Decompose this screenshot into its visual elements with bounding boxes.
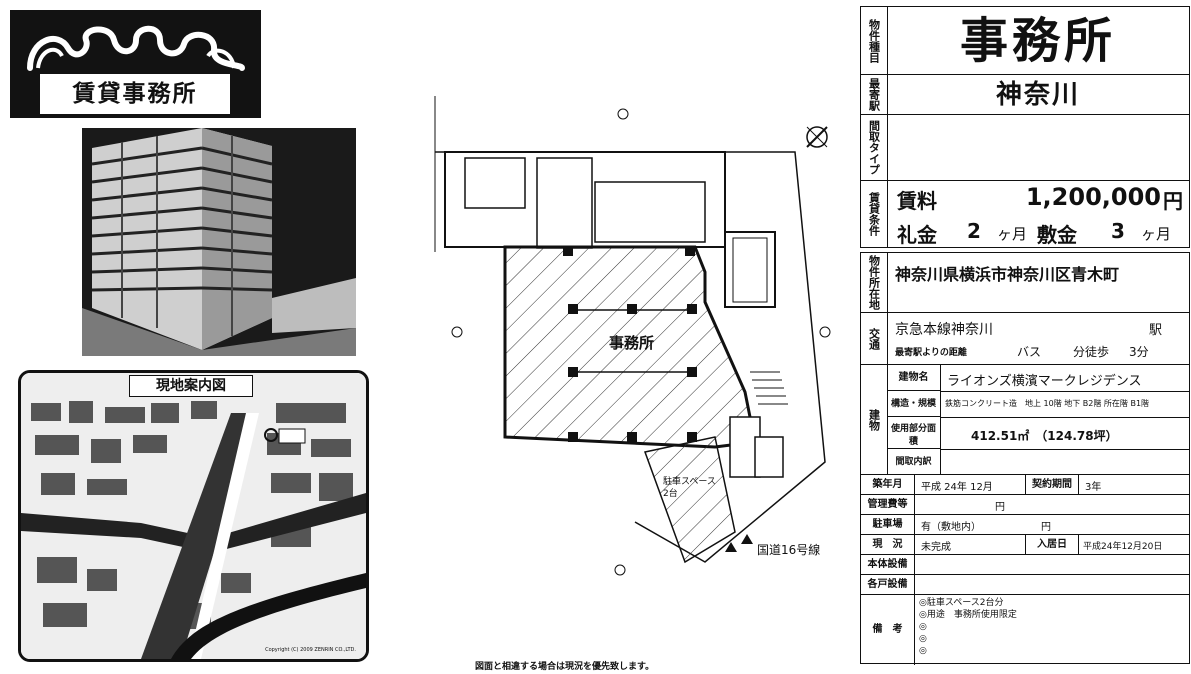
map-copyright: Copyright (C) 2009 ZENRIN CO.,LTD. — [265, 647, 356, 653]
footnote: 図面と相違する場合は現況を優先致します。 — [475, 662, 655, 672]
rent-unit: 円 — [1163, 189, 1183, 213]
row-nearest-station: 最寄駅 神奈川 — [860, 74, 1190, 114]
note-item: ◎駐車スペース2台分 — [919, 598, 1004, 608]
building-photo — [82, 128, 356, 356]
transport-line: 京急本線神奈川 — [895, 322, 993, 338]
rent-label: 賃料 — [897, 189, 937, 213]
management-fee-label: 管理費等 — [861, 495, 915, 515]
nearest-station-value: 神奈川 — [995, 80, 1080, 110]
note-item: ◎ — [919, 646, 927, 656]
note-item: ◎用途 事務所使用限定 — [919, 610, 1017, 620]
row-status: 現 況 未完成 入居日 平成24年12月20日 — [860, 534, 1190, 555]
logo-ornament — [27, 25, 245, 71]
structure-value: 鉄筋コンクリート造 地上 10階 地下 B2階 所在階 B1階 — [945, 399, 1150, 408]
row-address: 物件所在地 神奈川県横浜市神奈川区青木町 — [860, 252, 1190, 312]
row-property-type: 物件種目 事務所 — [860, 6, 1190, 74]
move-in-label: 入居日 — [1025, 535, 1079, 555]
floor-plan: 事務所 駐車スペース 2台 国道16号線 — [405, 92, 845, 582]
row-main-equipment: 本体設備 — [860, 554, 1190, 575]
address-header: 物件所在地 — [861, 253, 888, 312]
unit-facilities-label: 各戸設備 — [861, 575, 915, 595]
map-drawing — [21, 373, 366, 659]
status-value: 未完成 — [921, 542, 951, 553]
walk-label: 分徒歩 — [1073, 345, 1110, 359]
property-type-value: 事務所 — [959, 13, 1116, 69]
note-item: ◎ — [919, 622, 927, 632]
parking-value: 有（敷地内） — [921, 522, 981, 533]
rental-office-logo: 賃貸事務所 — [10, 10, 261, 118]
status-label: 現 況 — [861, 535, 915, 555]
area-value: 412.51㎡ （124.78坪） — [971, 429, 1118, 443]
key-money-value: 2 — [967, 219, 981, 243]
logo-text: 賃貸事務所 — [40, 74, 230, 114]
management-fee-value: 円 — [995, 502, 1005, 513]
layout-type-header: 間取タイプ — [861, 115, 888, 180]
nearest-station-header: 最寄駅 — [861, 75, 888, 114]
built-label: 築年月 — [861, 475, 915, 495]
office-room-label: 事務所 — [609, 334, 655, 352]
property-info-table: 物件種目 事務所 最寄駅 神奈川 間取タイプ 賃貸条件 賃料 1,200,000… — [860, 6, 1190, 668]
row-rental-terms: 賃貸条件 賃料 1,200,000 円 礼金 2 ヶ月 敷金 3 ヶ月 — [860, 180, 1190, 248]
rental-terms-header: 賃貸条件 — [861, 181, 888, 247]
row-unit-facilities: 各戸設備 — [860, 574, 1190, 595]
building-header: 建物 — [861, 365, 888, 474]
parking-label: 駐車場 — [861, 515, 915, 535]
transport-header: 交通 — [861, 313, 888, 364]
deposit-value: 3 — [1111, 219, 1125, 243]
row-notes: 備 考 ◎駐車スペース2台分 ◎用途 事務所使用限定 ◎ ◎ ◎ — [860, 594, 1190, 665]
row-building: 建物 建物名 ライオンズ横濱マークレジデンス 構造・規模 鉄筋コンクリート造 地… — [860, 364, 1190, 475]
contract-label: 契約期間 — [1025, 475, 1079, 495]
row-built-date: 築年月 平成 24年 12月 契約期間 3年 — [860, 474, 1190, 495]
structure-label: 構造・規模 — [887, 391, 941, 417]
floor-plan-drawing — [434, 96, 831, 576]
plan-breakdown-label: 間取内訳 — [887, 449, 941, 475]
note-item: ◎ — [919, 634, 927, 644]
main-equipment-label: 本体設備 — [861, 555, 915, 575]
building-name-label: 建物名 — [887, 365, 941, 391]
rent-value: 1,200,000 — [1025, 183, 1161, 211]
notes-list: ◎駐車スペース2台分 ◎用途 事務所使用限定 ◎ ◎ ◎ — [919, 597, 1017, 657]
building-name-value: ライオンズ横濱マークレジデンス — [947, 374, 1142, 389]
notes-label: 備 考 — [861, 595, 915, 665]
row-management-fee: 管理費等 円 — [860, 494, 1190, 515]
row-parking: 駐車場 有（敷地内） 円 — [860, 514, 1190, 535]
row-layout-type: 間取タイプ — [860, 114, 1190, 180]
row-transport: 交通 京急本線神奈川 駅 最寄駅よりの距離 バス 分徒歩 3分 — [860, 312, 1190, 364]
parking-space-label: 駐車スペース 2台 — [663, 477, 716, 499]
address-value: 神奈川県横浜市神奈川区青木町 — [895, 265, 1120, 284]
deposit-label: 敷金 — [1037, 223, 1077, 247]
parking-fee-unit: 円 — [1041, 522, 1051, 533]
key-money-label: 礼金 — [897, 223, 937, 247]
key-money-unit: ヶ月 — [997, 225, 1028, 243]
location-map: 現地案内図 Copyright (C) 2009 ZENRIN CO.,LTD. — [18, 370, 369, 662]
deposit-unit: ヶ月 — [1141, 225, 1172, 243]
road-label: 国道16号線 — [757, 543, 821, 557]
property-type-header: 物件種目 — [861, 7, 888, 74]
bus-label: バス — [1017, 345, 1042, 359]
built-value: 平成 24年 12月 — [921, 482, 993, 493]
map-title: 現地案内図 — [129, 375, 253, 397]
area-label: 使用部分面積 — [887, 417, 941, 449]
station-suffix: 駅 — [1149, 323, 1163, 338]
contract-value: 3年 — [1085, 482, 1102, 493]
move-in-value: 平成24年12月20日 — [1083, 542, 1163, 552]
distance-label: 最寄駅よりの距離 — [895, 348, 967, 358]
walk-value: 3分 — [1129, 345, 1149, 359]
